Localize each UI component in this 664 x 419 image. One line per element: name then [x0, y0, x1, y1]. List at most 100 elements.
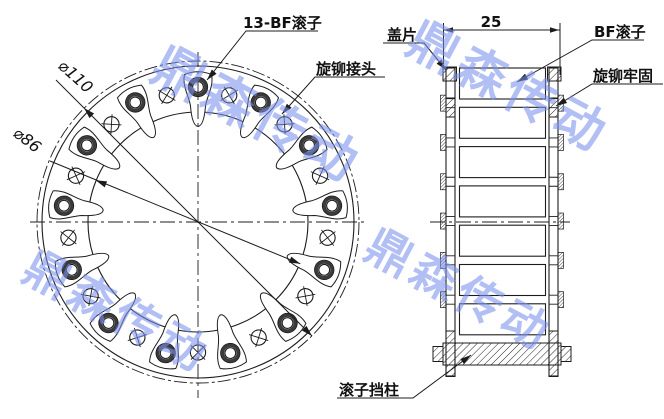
side-roller: [458, 263, 547, 297]
rivet-cross: [274, 114, 295, 135]
side-roller: [458, 106, 547, 139]
rivet-group: [248, 327, 269, 348]
left-rivet-tab: [440, 291, 447, 308]
roller-pocket-group: [259, 292, 307, 342]
roller-stop-post-bar: [442, 342, 562, 366]
rivet-cross: [157, 86, 176, 105]
roller-pocket: [240, 84, 280, 139]
rivet-cross: [295, 286, 316, 307]
rivet-cross: [310, 166, 330, 186]
roller-bore: [303, 139, 316, 152]
roller-bore: [80, 139, 93, 152]
leader-roller-count: [206, 30, 318, 81]
roller-bore: [281, 317, 294, 329]
left-rivet-tab: [440, 252, 447, 269]
leader-rivet-joint: [281, 76, 385, 115]
rivet-group: [66, 166, 86, 186]
left-rivet-tab: [440, 212, 447, 230]
rivet-group: [101, 114, 122, 135]
left-rivet-section: [445, 97, 456, 118]
roller-pocket-group: [292, 190, 348, 220]
roller-bore: [159, 347, 172, 360]
leader-arrow: [556, 97, 568, 106]
roller-ring: [322, 196, 342, 215]
side-view-section: [432, 66, 572, 377]
roller-bore: [58, 199, 70, 212]
side-roller: [458, 146, 547, 179]
roller-pocket-group: [286, 252, 342, 288]
right-rivet-tab: [557, 252, 564, 269]
roller-pocket-group: [240, 84, 280, 139]
rivet-cross: [80, 286, 101, 307]
roller-pocket: [116, 84, 156, 139]
stop-post-right-cap: [560, 346, 572, 362]
roller-ring: [299, 136, 319, 155]
rivet-group: [310, 166, 330, 186]
roller-pocket: [286, 252, 342, 288]
rivet-group: [319, 229, 336, 246]
roller-pocket-group: [54, 252, 110, 288]
leader-cover-plate: [383, 42, 447, 71]
label-rivet-secure: 旋铆牢固: [592, 67, 653, 85]
gap-lines: [446, 98, 558, 109]
dim-bore-dia-text: ⌀86: [10, 123, 45, 156]
roller-ring: [251, 93, 270, 112]
gap-lines: [446, 176, 558, 187]
rivet-cross: [60, 229, 77, 246]
dim-arrow: [444, 27, 453, 33]
rivet-group: [127, 327, 148, 348]
rivet-group: [60, 229, 77, 246]
roller-bore: [254, 96, 267, 109]
gap-lines: [446, 216, 558, 226]
roller-ring: [54, 196, 74, 215]
label-rivet-joint: 旋铆接头: [315, 60, 376, 78]
dim-arrow: [95, 180, 108, 188]
leader-stop-post: [337, 354, 472, 399]
dim-width-text: 25: [481, 13, 502, 31]
label-stop-post: 滚子挡柱: [339, 381, 399, 399]
right-rivet-tab: [557, 291, 564, 308]
rivet-cross: [248, 327, 269, 348]
leader-arrow: [436, 59, 446, 70]
dim-arrow: [301, 325, 312, 336]
roller-bore: [318, 263, 331, 276]
roller-ring: [156, 343, 175, 363]
rivet-cross: [220, 86, 239, 105]
roller-bore: [326, 199, 338, 212]
roller-ring: [77, 136, 97, 155]
label-roller-count: 13-BF滚子: [243, 14, 322, 32]
roller-pocket-group: [89, 292, 137, 342]
leader-arrow: [207, 69, 217, 80]
rivet-group: [274, 114, 295, 135]
roller-pocket-group: [48, 190, 104, 220]
rivet-group: [220, 86, 239, 105]
right-cover-cap: [547, 66, 562, 82]
side-roller: [458, 185, 547, 218]
side-roller: [458, 224, 547, 257]
roller-bore: [65, 263, 78, 276]
rivet-cross: [319, 229, 336, 246]
right-rivet-tab: [557, 173, 564, 191]
right-rivet-tab: [557, 212, 564, 230]
bore-diameter-dim-line: [49, 160, 301, 265]
leader-arrow: [517, 73, 529, 82]
left-cover-cap: [442, 66, 457, 82]
roller-pocket: [54, 252, 110, 288]
left-rivet-tab: [440, 173, 447, 191]
rivet-cross: [101, 114, 122, 135]
rivet-group: [80, 286, 101, 307]
side-roller: [458, 303, 547, 336]
left-bottom-section: [445, 330, 456, 344]
left-rivet-tab: [440, 134, 447, 151]
roller-ring: [221, 343, 240, 363]
roller-ring: [62, 260, 82, 280]
rivet-cross: [66, 166, 86, 186]
rivet-group: [295, 286, 316, 307]
roller-pocket-group: [275, 126, 328, 170]
leader-bf-roller: [516, 39, 644, 83]
roller-pocket-group: [149, 314, 180, 370]
gap-lines: [446, 294, 558, 305]
dim-arrow: [288, 256, 301, 264]
